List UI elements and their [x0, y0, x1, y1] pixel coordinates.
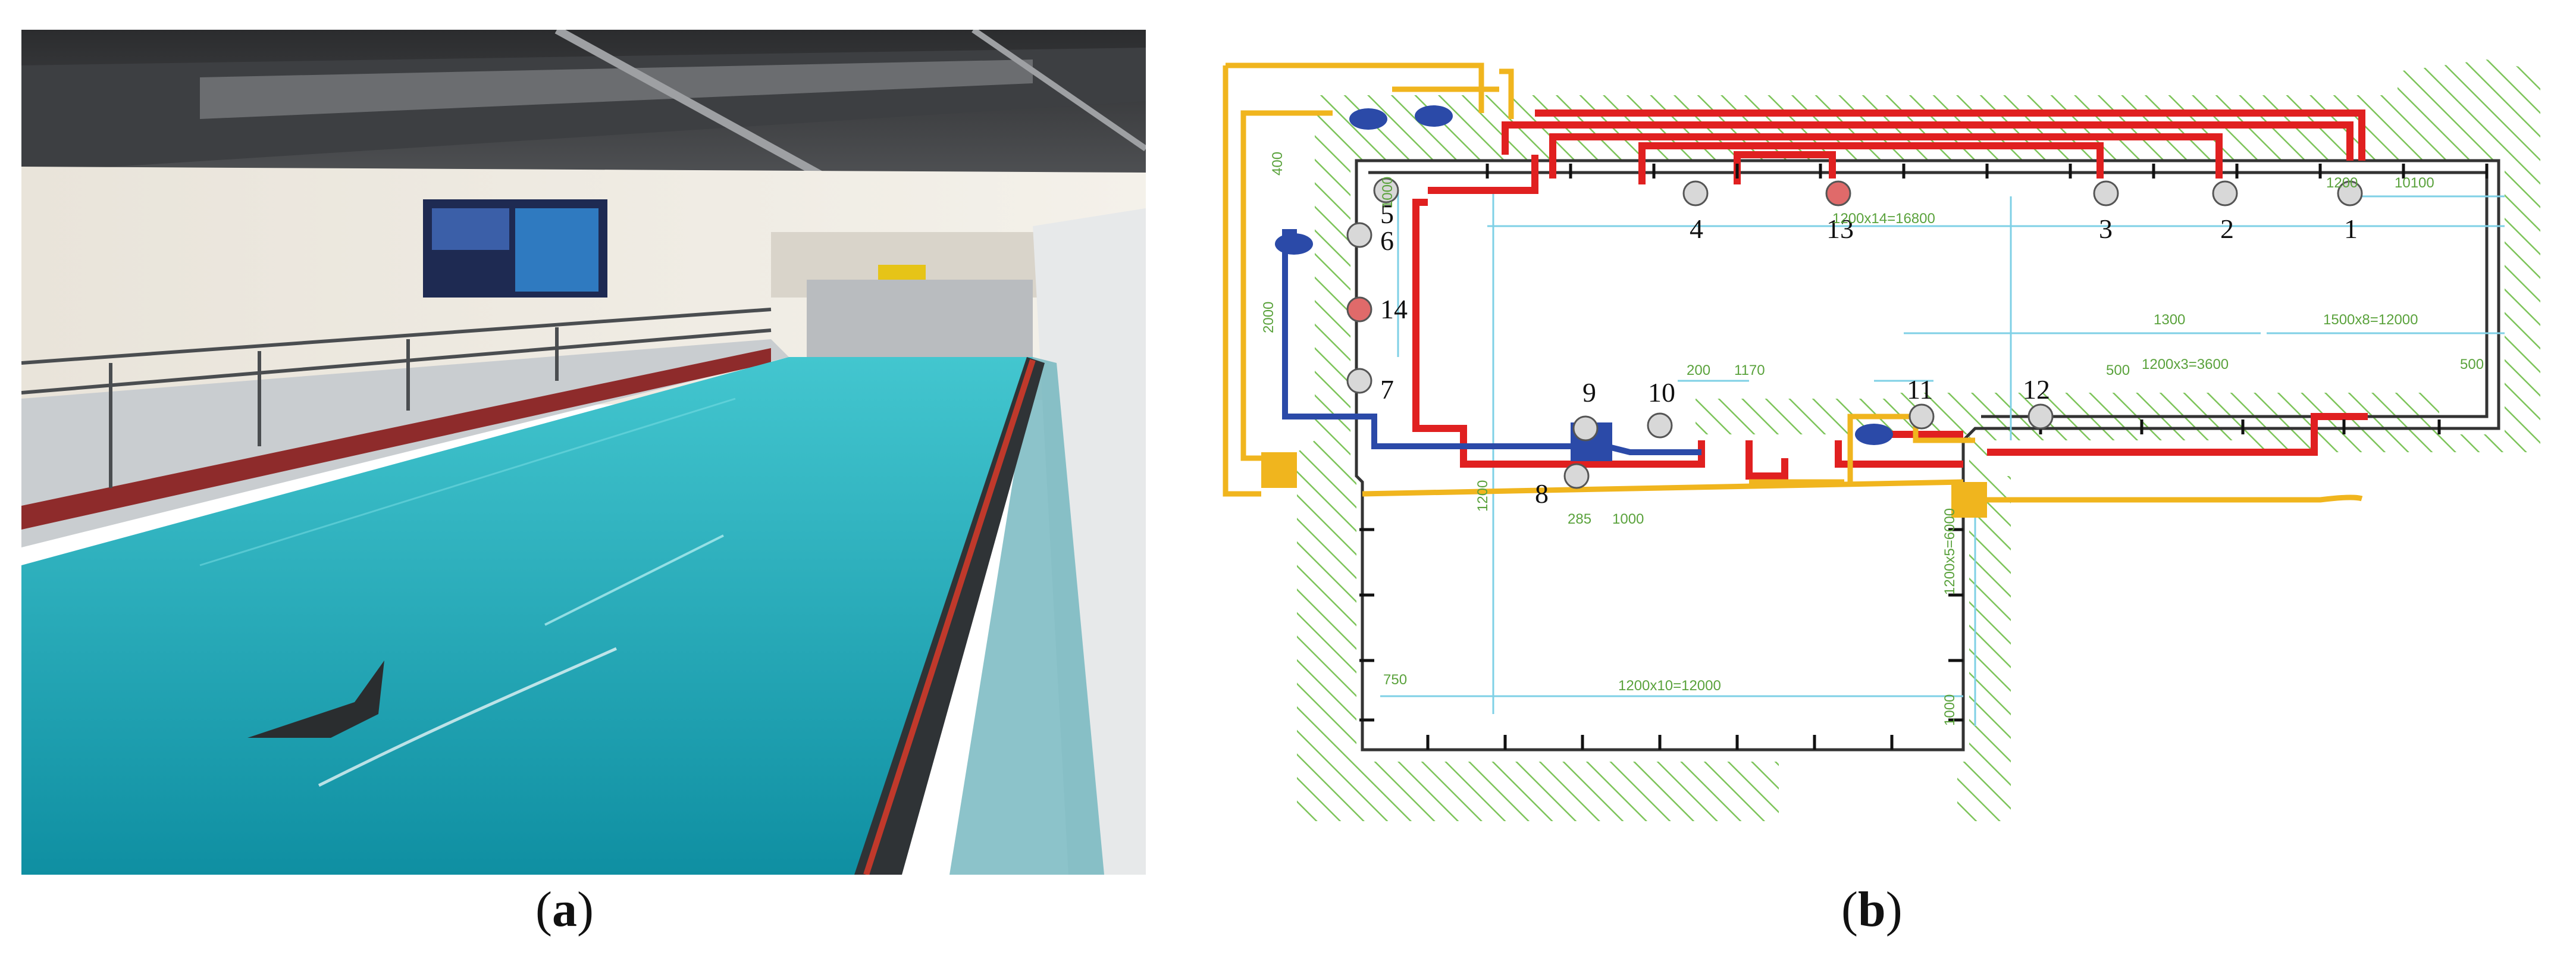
blue-valve-1 — [1349, 108, 1387, 130]
caption-open: ( — [1841, 882, 1858, 937]
towing-carriage — [807, 280, 1033, 369]
svg-text:500: 500 — [2106, 362, 2130, 378]
tank-walls — [1297, 60, 2540, 821]
caption-b-letter: b — [1857, 882, 1886, 937]
svg-text:14: 14 — [1380, 294, 1408, 324]
svg-text:5: 5 — [1380, 199, 1394, 229]
caption-close: ) — [576, 882, 594, 937]
caption-a-letter: a — [551, 882, 577, 937]
svg-text:9: 9 — [1582, 377, 1596, 408]
pump-10 — [1647, 412, 1673, 439]
svg-text:13: 13 — [1826, 214, 1854, 244]
pump-7 — [1346, 368, 1372, 394]
tank-water — [21, 357, 1033, 875]
svg-text:1300: 1300 — [2154, 312, 2185, 328]
svg-text:1200x3=3600: 1200x3=3600 — [2142, 356, 2229, 372]
svg-text:1170: 1170 — [1734, 362, 1765, 378]
svg-text:750: 750 — [1383, 672, 1407, 688]
svg-text:6: 6 — [1380, 226, 1394, 256]
pump-labels: 1 2 3 4 5 6 7 8 9 10 11 12 13 14 — [1380, 199, 2358, 509]
caption-a: (a) — [535, 881, 594, 938]
svg-text:1200x10=12000: 1200x10=12000 — [1618, 678, 1721, 694]
svg-text:1000: 1000 — [1380, 177, 1396, 208]
glass-walkway — [949, 357, 1104, 875]
yellow-tank-right — [1951, 482, 1987, 518]
svg-text:10: 10 — [1648, 377, 1675, 408]
svg-text:1200: 1200 — [1475, 480, 1491, 512]
svg-text:1: 1 — [2344, 214, 2358, 244]
tank-photo — [21, 30, 1146, 875]
svg-text:400: 400 — [1270, 152, 1286, 176]
pump-8 — [1563, 463, 1590, 489]
caption-open: ( — [535, 882, 552, 937]
tank-layout-plan: 1 2 3 4 5 6 7 8 9 10 11 12 13 14 400 100… — [1223, 60, 2540, 821]
caption-b: (b) — [1841, 881, 1903, 938]
svg-text:4: 4 — [1690, 214, 1703, 244]
yellow-tank-left — [1261, 452, 1297, 488]
tank-outline — [1355, 159, 2500, 752]
svg-text:1000: 1000 — [1612, 511, 1644, 527]
svg-text:1200x14=16800: 1200x14=16800 — [1832, 211, 1935, 227]
pump-12 — [2027, 403, 2054, 430]
pump-9 — [1572, 415, 1599, 442]
dimension-labels: 400 1000 1200 10100 1200x14=16800 1300 1… — [1261, 152, 2484, 726]
svg-text:2: 2 — [2220, 214, 2234, 244]
svg-text:12: 12 — [2023, 374, 2050, 405]
blue-valve-4 — [1855, 424, 1893, 445]
pump-14 — [1346, 296, 1372, 323]
railing — [21, 308, 772, 488]
pump-6 — [1346, 222, 1372, 248]
svg-text:2000: 2000 — [1261, 302, 1277, 333]
pump-markers — [1346, 177, 2363, 489]
blue-valve-3 — [1275, 233, 1313, 255]
svg-text:3: 3 — [2099, 214, 2113, 244]
caption-close: ) — [1885, 882, 1903, 937]
pump-13 — [1825, 180, 1851, 206]
wall-ticks — [1359, 164, 2489, 750]
pump-5 — [1373, 177, 1399, 204]
pump-2 — [2212, 180, 2238, 206]
svg-text:10100: 10100 — [2395, 175, 2434, 191]
svg-text:500: 500 — [2460, 356, 2484, 372]
svg-text:11: 11 — [1907, 374, 1933, 405]
svg-text:285: 285 — [1568, 511, 1591, 527]
svg-text:200: 200 — [1687, 362, 1710, 378]
svg-text:7: 7 — [1380, 374, 1394, 405]
svg-text:1000: 1000 — [1942, 694, 1958, 726]
pump-3 — [2093, 180, 2119, 206]
pump-11 — [1909, 403, 1935, 430]
blue-valve-2 — [1415, 105, 1453, 127]
pump-4 — [1682, 180, 1709, 206]
svg-text:8: 8 — [1535, 478, 1549, 509]
dimension-lines — [1380, 190, 2505, 726]
pump-1 — [2337, 180, 2363, 206]
svg-text:1200: 1200 — [2326, 175, 2358, 191]
manta-robot — [247, 660, 384, 738]
svg-text:1200x5=6000: 1200x5=6000 — [1942, 508, 1958, 595]
svg-text:1500x8=12000: 1500x8=12000 — [2323, 312, 2418, 328]
